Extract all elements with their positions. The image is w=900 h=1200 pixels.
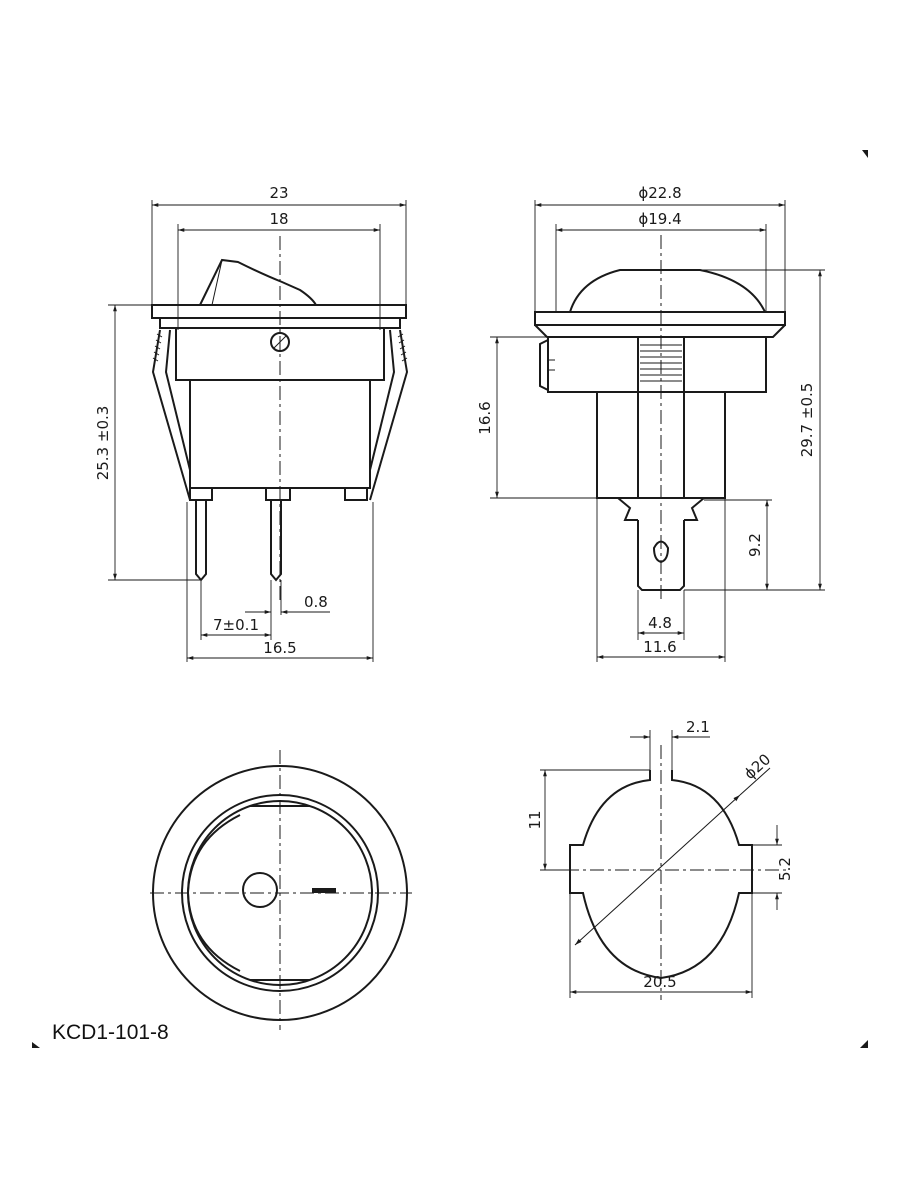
cutout-dimensions bbox=[540, 730, 782, 998]
dim-body-width: 16.5 bbox=[263, 639, 296, 657]
model-label: KCD1-101-8 bbox=[52, 1021, 169, 1044]
top-view bbox=[150, 750, 412, 1030]
dim-body-height: 16.6 bbox=[476, 401, 494, 434]
front-dimensions bbox=[108, 200, 407, 662]
dim-terminal-length: 9.2 bbox=[746, 533, 764, 557]
dim-flange-diameter: ϕ22.8 bbox=[638, 184, 681, 202]
dim-total-height: 29.7 ±0.5 bbox=[798, 383, 816, 458]
side-dimension-labels: ϕ22.8 ϕ19.4 16.6 29.7 ±0.5 9.2 4.8 11.6 bbox=[476, 184, 816, 656]
dim-height: 25.3 ±0.3 bbox=[94, 406, 112, 481]
dim-pin-pitch: 7±0.1 bbox=[213, 616, 259, 634]
corner-marks bbox=[32, 150, 868, 1048]
dim-pin-thickness: 0.8 bbox=[304, 593, 328, 611]
dim-notch-width: 2.1 bbox=[686, 718, 710, 736]
dim-flat-height: 5.2 bbox=[776, 857, 794, 881]
dim-width-inner: 18 bbox=[269, 210, 288, 228]
cutout-view bbox=[540, 745, 790, 1000]
cutout-dimension-labels: 2.1 ϕ20 11 5.2 20.5 bbox=[526, 718, 794, 991]
side-dimensions bbox=[490, 200, 825, 662]
side-view bbox=[534, 235, 786, 600]
dim-terminal-width: 4.8 bbox=[648, 614, 672, 632]
front-dimension-labels: 23 18 25.3 ±0.3 0.8 7±0.1 16.5 bbox=[94, 184, 328, 657]
dim-body-depth: 11.6 bbox=[643, 638, 676, 656]
dim-cap-diameter: ϕ19.4 bbox=[638, 210, 681, 228]
dim-flat-width: 20.5 bbox=[643, 973, 676, 991]
front-view bbox=[151, 236, 409, 600]
dim-width-outer: 23 bbox=[269, 184, 288, 202]
dim-half-height: 11 bbox=[526, 810, 544, 829]
dim-cutout-diameter: ϕ20 bbox=[741, 750, 775, 783]
